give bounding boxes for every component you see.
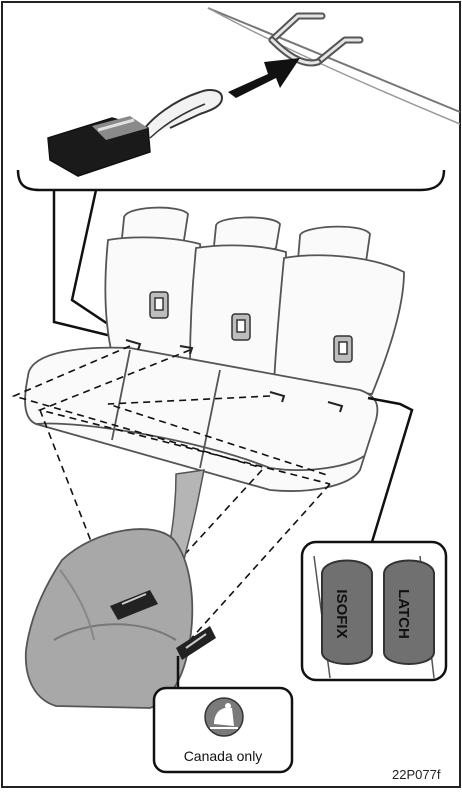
child-seat-symbol-icon: [205, 698, 243, 736]
seatback-center: [190, 245, 286, 376]
svg-text:ISOFIX: ISOFIX: [333, 589, 350, 638]
latch-tag: LATCH: [384, 561, 434, 665]
child-seat: [26, 470, 216, 708]
isofix-tag: ISOFIX: [322, 561, 372, 665]
svg-text:LATCH: LATCH: [395, 589, 412, 639]
canada-only-label: Canada only: [160, 748, 286, 764]
child-seat-shell: [26, 529, 192, 708]
anchor-bar-panel: [48, 8, 460, 176]
seatback-right: [274, 255, 404, 394]
arrow-icon: [228, 58, 300, 98]
latch-connector: [48, 90, 222, 176]
figure-code: 22P077f: [392, 767, 440, 782]
tag-callout: ISOFIX LATCH: [302, 542, 446, 680]
